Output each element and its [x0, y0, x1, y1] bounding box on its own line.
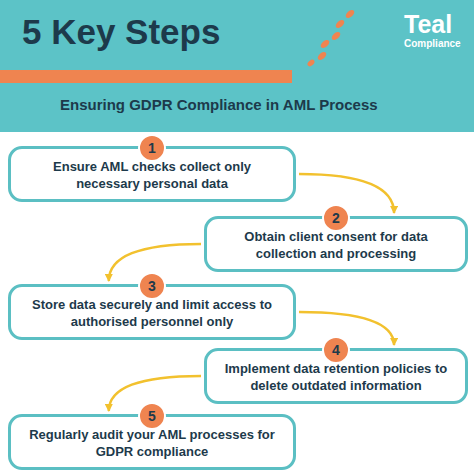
step-number: 4 [322, 336, 350, 364]
curved-arrow [299, 174, 394, 213]
step-number: 2 [322, 204, 350, 232]
step-number: 3 [138, 272, 166, 300]
process-box: 2Obtain client consent for data collecti… [204, 216, 468, 272]
title: 5 Key Steps [22, 12, 220, 52]
footprints [306, 8, 355, 67]
orange-bar [0, 70, 292, 83]
process-box: 5Regularly audit your AML processes for … [8, 414, 296, 470]
step-number: 1 [138, 134, 166, 162]
process-box: 1Ensure AML checks collect only necessar… [8, 146, 296, 202]
step-number: 5 [138, 402, 166, 430]
logo-word: Compliance [404, 38, 461, 49]
subtitle: Ensuring GDPR Compliance in AML Process [60, 96, 378, 113]
header-band [0, 0, 474, 132]
process-box: 4Implement data retention policies to de… [204, 348, 468, 404]
process-box: 3Store data securely and limit access to… [8, 284, 296, 340]
logo-word: Teal [404, 10, 452, 39]
